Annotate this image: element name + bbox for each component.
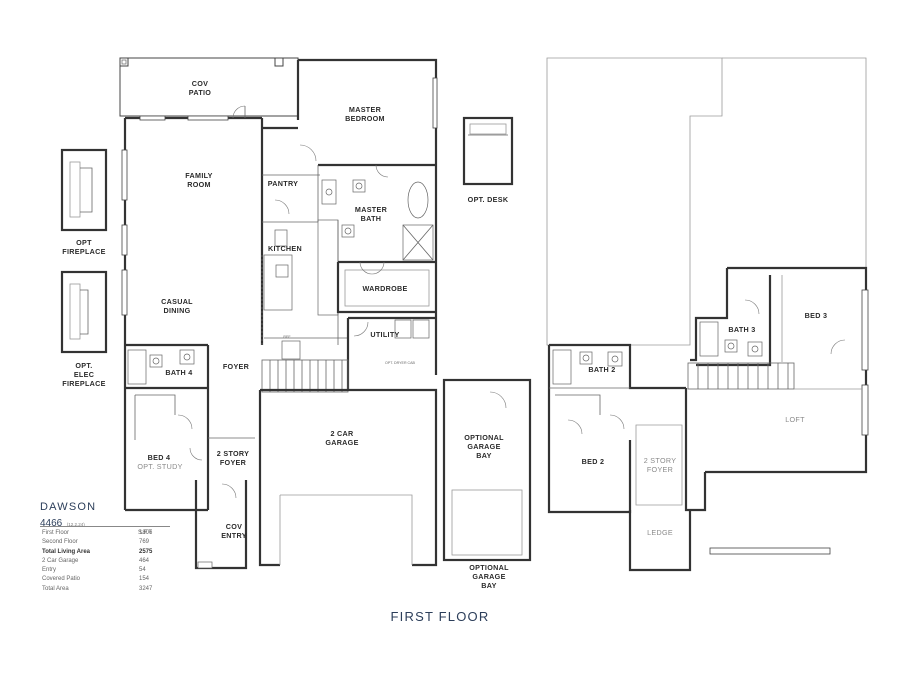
label-opt-fireplace-2: FIREPLACE [62,247,105,256]
sqft-label: Total Area [42,585,69,592]
label-cov-patio: COV [192,79,208,88]
label-bed3: BED 3 [805,311,828,320]
label-ref: REF [283,335,291,339]
kitchen-island [263,254,293,311]
sqft-row: Second Floor 769 [42,538,167,547]
label-cov-entry-2: ENTRY [221,531,247,540]
sqft-value: 1806 [139,530,153,536]
opt-desk [462,116,514,186]
sqft-label: 2 Car Garage [42,557,79,564]
label-opt-desk: OPT. DESK [468,195,509,204]
plan-info-block: DAWSON 4466 (12.2.24) S.F.T First Floor 1… [40,501,170,592]
sqft-row: Covered Patio 154 [42,575,167,584]
label-opt-dryer-cab: OPT. DRYER CAB [385,361,415,365]
label-master-bath: MASTER [355,205,388,214]
room-labels: COV PATIO MASTER BEDROOM FAMILY ROOM PAN… [62,79,827,590]
label-optional-garage-bay-caption-3: BAY [481,581,496,590]
label-optional-garage-bay: OPTIONAL [464,433,504,442]
model-date: (12.2.24) [66,522,85,527]
cov-patio-outline [119,57,299,117]
opt-fireplace [60,148,108,232]
label-bath3: BATH 3 [728,325,755,334]
label-2-story-foyer: 2 STORY [217,449,249,458]
sqft-label: Entry [42,567,57,574]
label-master-bedroom: MASTER [349,105,382,114]
label-cov-patio-2: PATIO [189,88,212,97]
label-opt-fireplace: OPT [76,238,92,247]
label-optional-garage-bay-2: GARAGE [467,442,500,451]
floor-title: FIRST FLOOR [390,609,490,624]
label-family-room: FAMILY [185,171,213,180]
bed3-walls [705,266,868,474]
sqft-row: Total Area 3247 [42,585,167,594]
model-number-line: 4466 (12.2.24) [40,513,170,531]
label-bed4: BED 4 [148,453,171,462]
label-loft: LOFT [785,415,805,424]
label-utility: UTILITY [370,330,399,339]
label-opt-elec-fireplace-2: ELEC [74,370,94,379]
sqft-value: 769 [139,539,150,546]
sqft-row: Total Living Area 2575 [42,548,167,557]
sqft-value: 154 [139,576,150,583]
label-casual-dining-2: DINING [164,306,191,315]
label-upper-2-story-foyer: 2 STORY [644,456,677,465]
bed2-walls [547,345,632,514]
label-pantry: PANTRY [268,179,299,188]
label-master-bath-2: BATH [361,214,382,223]
sqft-row: 2 Car Garage 464 [42,557,167,566]
sqft-label: Covered Patio [42,576,81,583]
sqft-value: 2575 [139,548,153,555]
first-floor-plan [60,57,532,570]
label-bath4: BATH 4 [165,368,192,377]
label-garage-2: GARAGE [325,438,358,447]
label-opt-elec-fireplace-3: FIREPLACE [62,379,105,388]
sqft-label: Total Living Area [42,548,91,555]
model-name: DAWSON [40,501,97,513]
label-optional-garage-bay-caption-2: GARAGE [472,572,505,581]
label-foyer: FOYER [223,362,250,371]
label-bed2: BED 2 [582,457,605,466]
label-optional-garage-bay-caption: OPTIONAL [469,563,509,572]
label-ledge: LEDGE [647,528,673,537]
sqft-row: First Floor 1806 [42,529,167,538]
label-optional-garage-bay-3: BAY [476,451,491,460]
garage-walls [260,388,438,567]
sqft-label: Second Floor [42,539,78,546]
loft-stair [687,362,795,390]
staircase [261,359,349,393]
model-number: 4466 [40,518,63,529]
label-upper-2-story-foyer-2: FOYER [647,465,673,474]
label-garage: 2 CAR [330,429,354,438]
label-wardrobe: WARDROBE [362,284,407,293]
sqft-row: Entry 54 [42,566,167,575]
opt-elec-fireplace [60,270,108,354]
label-family-room-2: ROOM [187,180,211,189]
sqft-header: S.F.T [138,530,153,536]
label-opt-study: OPT. STUDY [137,462,182,471]
info-divider [40,526,170,527]
open-to-below [546,57,723,346]
master-bedroom-walls [298,58,438,375]
label-kitchen: KITCHEN [268,244,302,253]
sqft-label: First Floor [42,530,69,536]
label-master-bedroom-2: BEDROOM [345,114,385,123]
sqft-value: 54 [139,567,146,574]
optional-garage-bay [442,378,532,562]
sqft-value: 3247 [139,585,153,592]
label-2-story-foyer-2: FOYER [220,458,247,467]
label-casual-dining: CASUAL [161,297,193,306]
label-bath2: BATH 2 [588,365,615,374]
label-cov-entry: COV [226,522,242,531]
label-opt-elec-fireplace: OPT. [75,361,92,370]
sqft-value: 464 [139,557,150,564]
second-floor-plan [546,57,869,572]
